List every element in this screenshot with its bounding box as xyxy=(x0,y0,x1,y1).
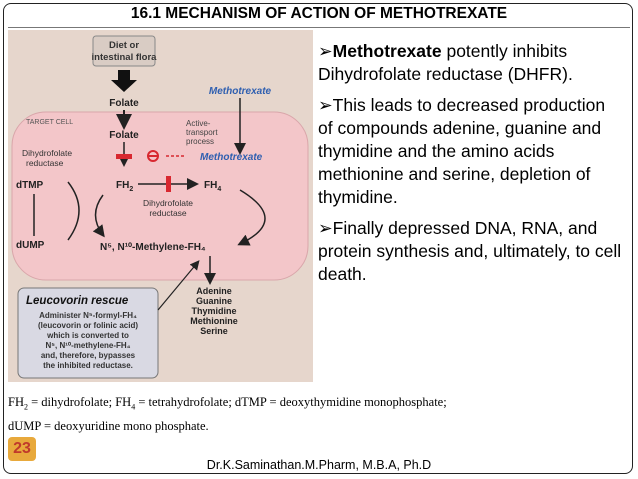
rescue-line-3: which is converted to xyxy=(46,331,129,340)
methotrexate-inner-label: Methotrexate xyxy=(200,152,263,163)
dtmp-label: dTMP xyxy=(16,180,44,191)
fh2-label: FH2 xyxy=(116,180,133,193)
products-list: Adenine Guanine Thymidine Methionine Ser… xyxy=(190,286,238,336)
diet-label-2: intestinal flora xyxy=(92,52,158,63)
bullet-1-text: potently inhibits Dihydrofolate reductas… xyxy=(318,41,573,84)
product-thymidine: Thymidine xyxy=(191,306,236,316)
methylene-label: N⁵, N¹⁰-Methylene-FH₄ xyxy=(100,242,206,253)
rescue-arrow xyxy=(157,260,200,311)
diet-arrow xyxy=(111,70,137,92)
dtmp-cycle-arc xyxy=(67,181,80,241)
mechanism-svg: Diet or intestinal flora Folate Methotre… xyxy=(11,35,309,379)
transport-label-1: Active- xyxy=(186,119,211,128)
dump-label: dUMP xyxy=(16,240,45,251)
bullet-list: ➢Methotrexate potently inhibits Dihydrof… xyxy=(318,40,624,294)
dhfr-label-1: Dihydrofolate xyxy=(22,148,72,158)
transport-label-3: process xyxy=(186,137,214,146)
inhibition-bar-1 xyxy=(116,154,132,159)
rescue-line-5: and, therefore, bypasses xyxy=(41,351,136,360)
abbreviation-footnote: FH2 = dihydrofolate; FH4 = tetrahydrofol… xyxy=(8,393,628,436)
product-serine: Serine xyxy=(200,326,228,336)
inhibit-symbol-1 xyxy=(147,150,159,162)
fh2-cycle-arc xyxy=(92,194,105,238)
mechanism-diagram: Diet or intestinal flora Folate Methotre… xyxy=(8,30,313,382)
leucovorin-box xyxy=(17,287,159,379)
slide-number-badge: 23 xyxy=(8,437,36,461)
footnote-line-1: FH2 = dihydrofolate; FH4 = tetrahydrofol… xyxy=(8,395,447,412)
bullet-1: ➢Methotrexate potently inhibits Dihydrof… xyxy=(318,41,573,84)
rescue-line-2: (leucovorin or folinic acid) xyxy=(38,321,138,330)
fh4-label: FH4 xyxy=(204,180,221,193)
bullet-3-text: Finally depressed DNA, RNA, and protein … xyxy=(318,218,622,284)
author-footer: Dr.K.Saminathan.M.Pharm, M.B.A, Ph.D xyxy=(206,458,432,472)
slide-title: 16.1 MECHANISM OF ACTION OF METHOTREXATE xyxy=(130,5,508,22)
product-methionine: Methionine xyxy=(190,316,238,326)
diet-box xyxy=(92,35,156,67)
footnote-line-2: dUMP = deoxyuridine mono phosphate. xyxy=(8,418,209,433)
bullet-1-bold: Methotrexate xyxy=(332,41,442,61)
rescue-line-4: N⁵, N¹⁰-methylene-FH₄ xyxy=(45,341,130,350)
title-divider xyxy=(8,27,630,28)
product-adenine: Adenine xyxy=(196,286,232,296)
leucovorin-title: Leucovorin rescue xyxy=(26,295,129,307)
product-guanine: Guanine xyxy=(196,296,232,306)
inhibition-bar-2 xyxy=(166,176,171,192)
methotrexate-top-label: Methotrexate xyxy=(209,86,272,97)
target-cell-label: TARGET CELL xyxy=(26,119,73,126)
bullet-2-text: This leads to decreased production of co… xyxy=(318,95,606,207)
dhfr-label-2: reductase xyxy=(26,158,64,168)
dhfr-label-3: Dihydrofolate xyxy=(143,198,193,208)
target-cell xyxy=(11,111,309,281)
slide-frame xyxy=(3,3,633,474)
folate-inner-label: Folate xyxy=(109,130,139,141)
diet-label: Diet or xyxy=(109,40,139,51)
rescue-line-1: Administer N⁵-formyl-FH₄ xyxy=(39,311,137,320)
bullet-3: ➢Finally depressed DNA, RNA, and protein… xyxy=(318,218,622,284)
folate-top-label: Folate xyxy=(109,98,139,109)
fh4-cycle-arc xyxy=(237,189,266,246)
dhfr-label-4: reductase xyxy=(149,208,187,218)
transport-label-2: transport xyxy=(186,128,218,137)
rescue-line-6: the inhibited reductase. xyxy=(43,361,133,370)
bullet-2: ➢This leads to decreased production of c… xyxy=(318,95,606,207)
